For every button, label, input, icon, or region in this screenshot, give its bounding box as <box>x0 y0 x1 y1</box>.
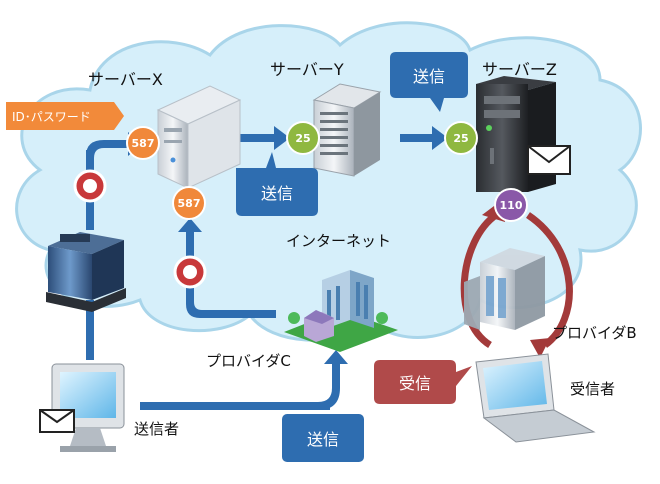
callout-receive-text: 受信 <box>398 374 431 393</box>
callout-send-sender-text: 送信 <box>306 430 339 449</box>
block-icon <box>73 169 107 203</box>
callout-send-sender <box>282 414 364 462</box>
mail-icon <box>39 409 75 433</box>
provider-b-building-icon <box>464 248 545 330</box>
mail-icon <box>527 145 571 175</box>
port-badge-x-upper: 587 <box>126 126 160 160</box>
receive-path-arrows <box>460 212 573 348</box>
callout-send-y <box>236 152 318 216</box>
internet-label: インターネット <box>286 232 392 250</box>
provider-c-building-icon <box>284 270 398 352</box>
server-x-label: サーバーX <box>88 70 163 89</box>
block-icon <box>173 255 207 289</box>
receiver-label: 受信者 <box>570 380 616 398</box>
sender-pc-icon <box>51 363 125 452</box>
provider-c-label: プロバイダC <box>206 352 291 370</box>
receiver-laptop-icon <box>475 353 596 443</box>
server-y-label: サーバーY <box>270 60 344 79</box>
port-badge-z-pop: 110 <box>494 188 528 222</box>
callout-send-z <box>390 52 468 112</box>
port-badge-y: 25 <box>286 121 320 155</box>
port-badge-x-lower: 587 <box>172 186 206 220</box>
credentials-tag-label: ID･パスワード <box>12 109 91 124</box>
sender-label: 送信者 <box>134 420 180 438</box>
provider-b-label: プロバイダB <box>552 324 637 342</box>
callout-send-z-text: 送信 <box>412 67 445 86</box>
server-z-label: サーバーZ <box>482 60 557 79</box>
credentials-tag <box>6 102 124 130</box>
callout-send-y-text: 送信 <box>260 184 293 203</box>
server-y-icon <box>312 83 382 177</box>
office-building-icon <box>46 232 126 312</box>
port-badge-z: 25 <box>444 121 478 155</box>
callout-receive <box>374 360 472 404</box>
server-x-icon <box>156 85 242 189</box>
